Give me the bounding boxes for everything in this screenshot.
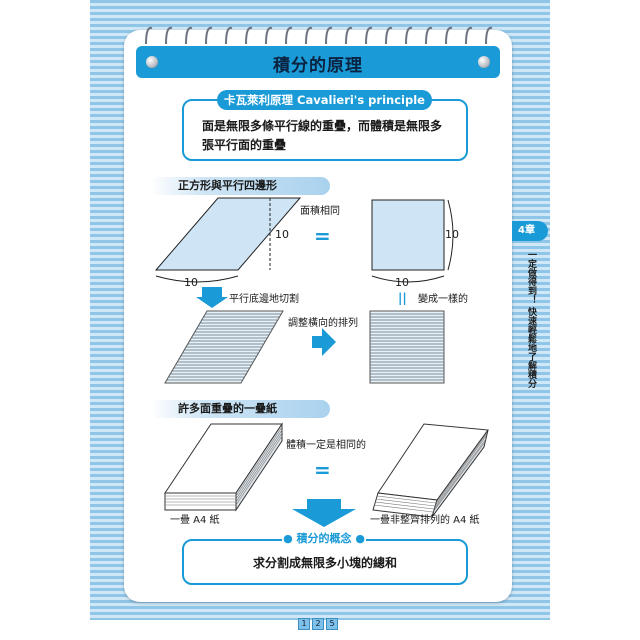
concept-label-text: 積分的概念 (296, 532, 352, 545)
concept-label: ● 積分的概念 ● (282, 531, 366, 547)
parallelogram-base-value: 10 (184, 276, 198, 289)
area-same-label: 面積相同 (300, 206, 340, 217)
page-title: 積分的原理 (273, 56, 363, 76)
square-base-brace (371, 275, 445, 283)
section-title-square: 正方形與平行四邊形 (150, 177, 330, 195)
parallelogram-shape (154, 197, 302, 271)
equals-sign-1: = (314, 224, 331, 248)
section-title-paper: 許多面重疊的一疊紙 (150, 400, 330, 418)
title-bar: 積分的原理 (136, 46, 500, 78)
same-label: 變成一樣的 (418, 294, 468, 305)
square-base-value: 10 (395, 276, 409, 289)
chapter-tab: 4章 (512, 221, 548, 241)
page-digit: 1 (298, 618, 310, 630)
big-down-arrow-icon (292, 499, 356, 527)
equals-sign-2: = (314, 458, 331, 482)
skewed-stack-caption: 一疊非整齊排列的 A4 紙 (370, 515, 480, 526)
square-side-value: 10 (445, 228, 459, 241)
right-arrow-icon (312, 328, 336, 356)
rivet-icon (146, 56, 158, 68)
page-digit: 2 (312, 618, 324, 630)
chapter-vertical-text: 一定做得到！ 快速輕鬆地了解積分 (526, 250, 536, 389)
square-side-brace (447, 199, 454, 271)
parallel-mark: || (398, 291, 407, 305)
parallelogram-height-value: 10 (275, 228, 289, 241)
down-arrow-icon (196, 287, 228, 308)
concept-text: 求分割成無限多小塊的總和 (252, 556, 397, 570)
cavalieri-text: 面是無限多條平行線的重疊，而體積是無限多張平行面的重疊 (202, 119, 443, 152)
page-digit: 5 (326, 618, 338, 630)
base-brace (155, 275, 239, 283)
rivet-icon (478, 56, 490, 68)
cavalieri-label: 卡瓦萊利原理 Cavalieri's principle (217, 90, 432, 110)
page-number: 1 2 5 (298, 618, 338, 630)
a4-stack-caption: 一疊 A4 紙 (170, 515, 220, 526)
square-shape (371, 199, 445, 271)
cut-label: 平行底邊地切割 (229, 294, 299, 305)
paper-stack-front (164, 492, 237, 511)
volume-same-label: 體積一定是相同的 (286, 440, 366, 451)
spiral-binding (145, 26, 493, 45)
rearrange-label: 調整橫向的排列 (288, 318, 358, 329)
